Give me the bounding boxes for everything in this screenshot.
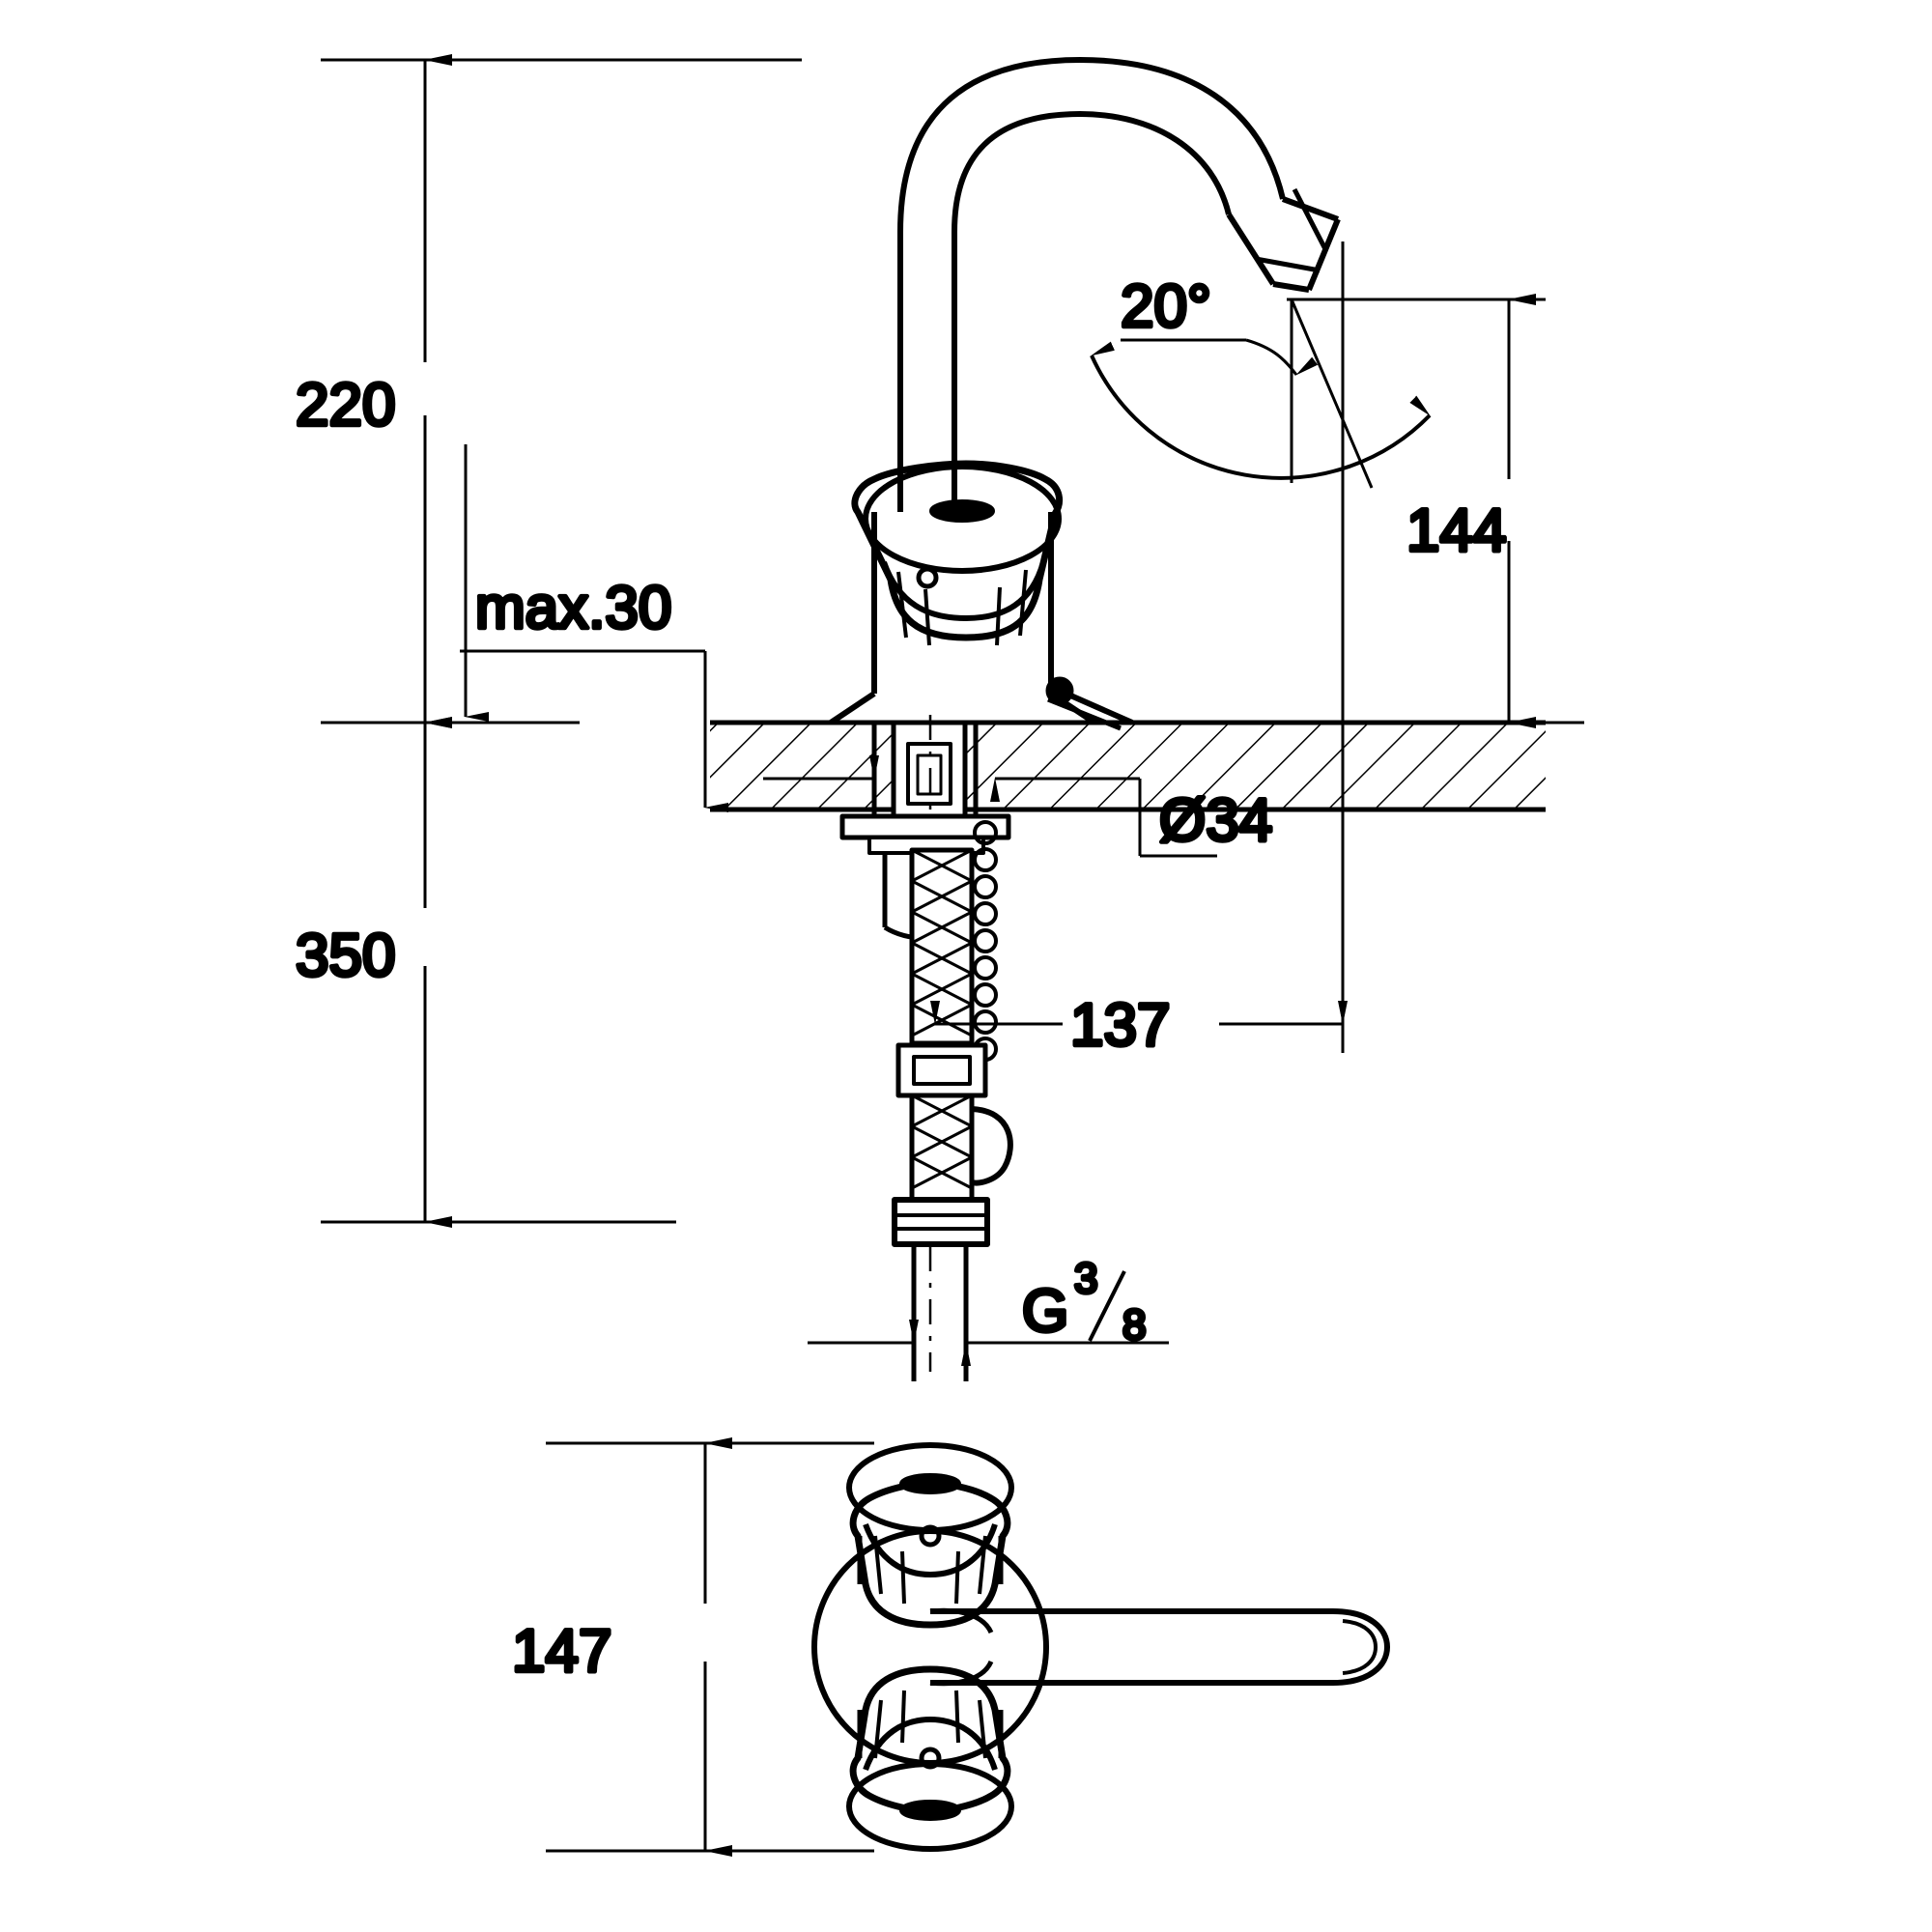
dimension-label-147: 147 [512, 1618, 611, 1685]
dimension-line-220 [321, 54, 802, 728]
spout-gooseneck [897, 57, 1341, 522]
mounting-deck [710, 720, 1546, 812]
plan-handle-lower [846, 1665, 1014, 1852]
dimension-label-diameter-34: Ø34 [1159, 787, 1272, 854]
dimension-line-147 [546, 1437, 874, 1857]
dimension-line-diameter-34 [763, 755, 1217, 858]
dimension-line-144 [1287, 294, 1584, 728]
dimension-label-20deg: 20° [1121, 273, 1211, 340]
flexible-supply-hose [892, 820, 1013, 1381]
dimension-line-max30 [460, 444, 728, 812]
dimension-label-max30: max.30 [475, 575, 671, 641]
dimension-label-137: 137 [1070, 992, 1170, 1059]
dimension-label-144: 144 [1406, 497, 1506, 564]
thread-numerator: 3 [1074, 1255, 1097, 1302]
thread-denominator: 8 [1122, 1301, 1146, 1349]
valve-handle-elevation [829, 460, 1134, 731]
plan-spout [929, 1607, 1390, 1687]
dimension-line-137 [930, 242, 1348, 1053]
plan-handle-upper [846, 1442, 1014, 1629]
thread-callout-text: G 3 8 [1020, 1253, 1149, 1351]
dimension-line-350 [321, 717, 676, 1228]
dimension-label-350: 350 [296, 923, 395, 989]
dimension-label-220: 220 [296, 372, 395, 439]
angle-annotation-20deg [1090, 298, 1432, 489]
thread-label-g: G [1022, 1278, 1068, 1345]
plan-escutcheon [811, 1528, 1049, 1766]
